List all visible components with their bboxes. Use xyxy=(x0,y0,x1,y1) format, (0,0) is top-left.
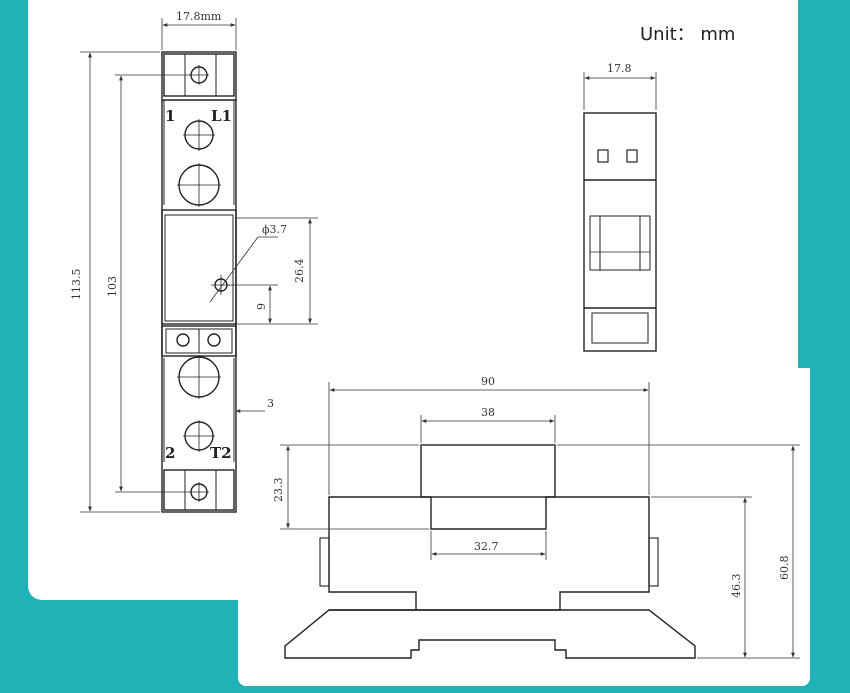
bottom-step-height-dimension: 23.3 xyxy=(272,478,285,503)
bottom-inner-width-dimension: 32.7 xyxy=(474,540,499,553)
front-inner-height-dimension: 103 xyxy=(106,276,119,297)
din-rail-base xyxy=(284,609,696,659)
terminal-screw-icon xyxy=(207,333,221,347)
bottom-overall-width-dimension: 90 xyxy=(481,375,495,388)
terminal-label-l1: L1 xyxy=(211,107,232,125)
tab-dimension: 3 xyxy=(267,397,274,410)
unit-label: Unit： mm xyxy=(640,24,735,45)
hole-offset-dimension: 9 xyxy=(255,303,268,310)
terminal-screw-icon xyxy=(176,333,190,347)
front-view xyxy=(161,51,237,513)
side-body-outline xyxy=(583,112,657,352)
hole-height-dimension: 26.4 xyxy=(293,259,306,284)
terminal-label-2: 2 xyxy=(165,444,175,462)
bottom-top-width-dimension: 38 xyxy=(481,406,495,419)
terminal-label-1: 1 xyxy=(165,107,175,125)
bottom-body-outline xyxy=(328,496,650,611)
side-width-dimension: 17.8 xyxy=(607,62,632,75)
bottom-overall-height-dimension: 60.8 xyxy=(778,556,791,581)
front-width-dimension: 17.8mm xyxy=(176,10,222,23)
bottom-body-height-dimension: 46.3 xyxy=(730,574,743,599)
bottom-view xyxy=(284,444,696,659)
hole-diameter-dimension: ϕ3.7 xyxy=(262,223,287,236)
side-view xyxy=(583,112,657,352)
terminal-label-t2: T2 xyxy=(210,444,232,462)
front-overall-height-dimension: 113.5 xyxy=(70,269,83,301)
